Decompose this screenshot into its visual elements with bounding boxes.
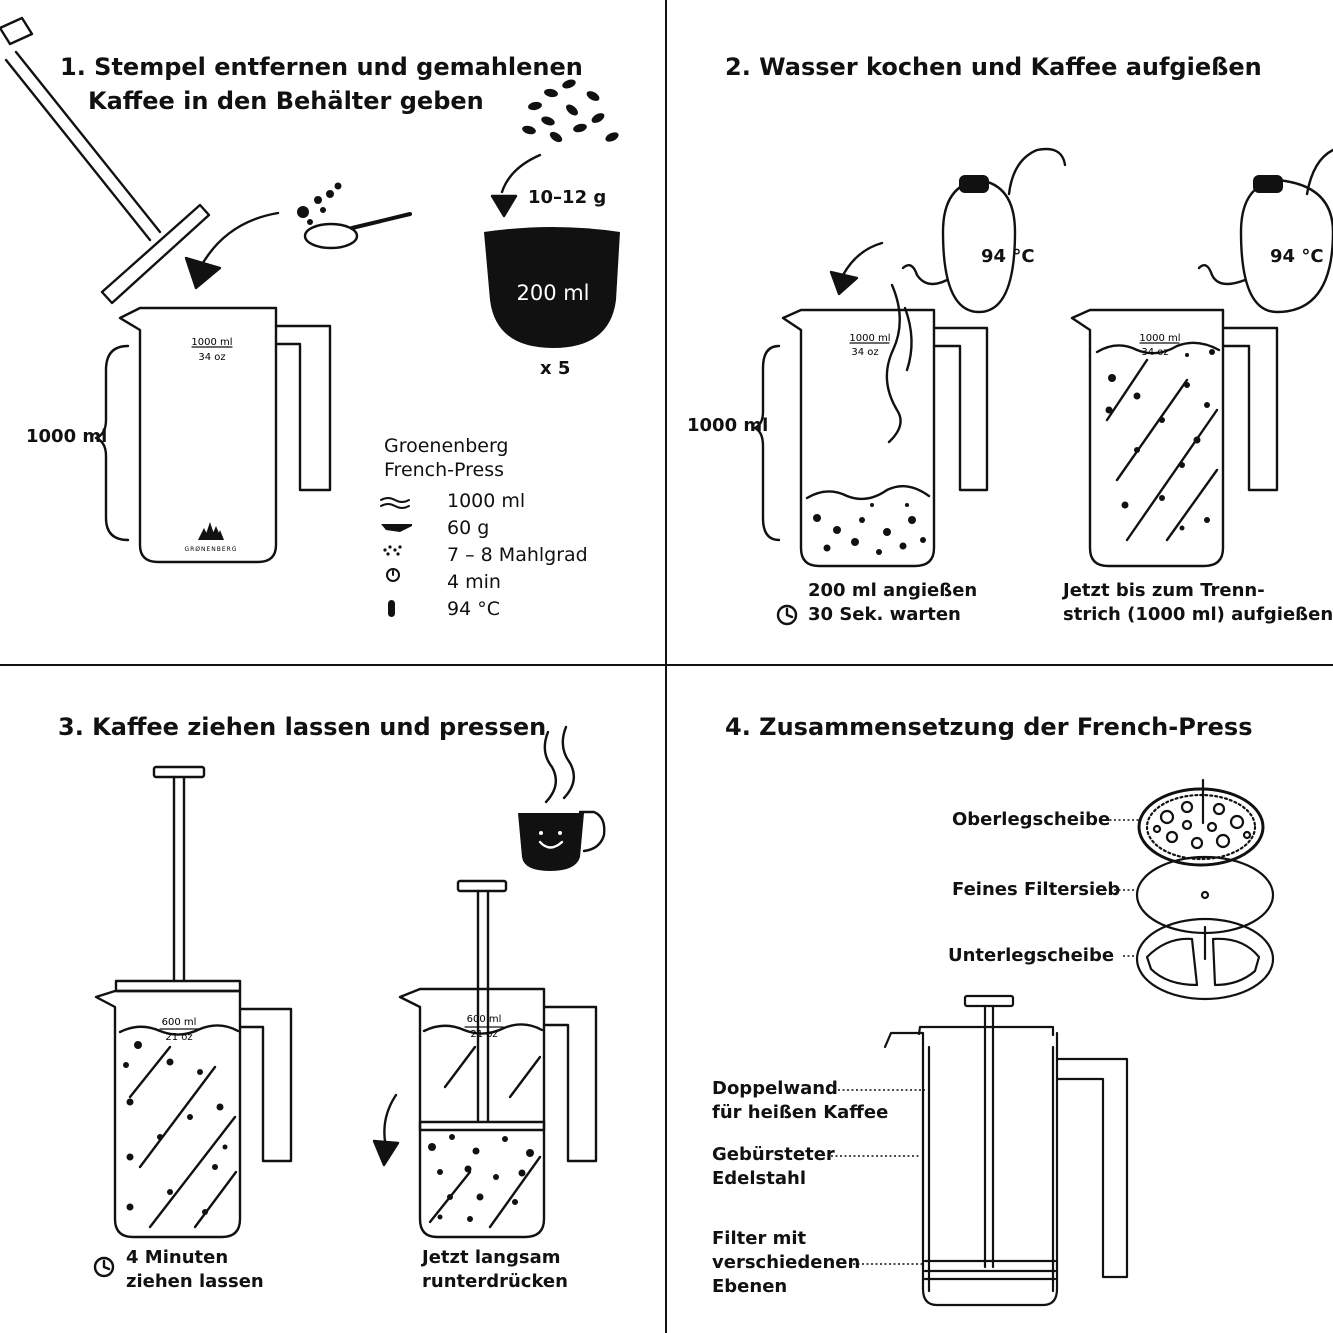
horizontal-divider: [0, 664, 1333, 666]
part-double-wall-line-1: Doppelwand: [712, 1078, 838, 1099]
caption-left-line-2: ziehen lassen: [126, 1271, 264, 1292]
caption-left-line-1: 200 ml angießen: [808, 580, 978, 601]
bottom-disc-icon: [1135, 917, 1275, 1001]
clock-icon: [93, 1256, 115, 1278]
press-mark-bottom: 34 oz: [851, 347, 878, 358]
coffee-grounds-icon: [428, 1134, 534, 1222]
caption-left-line-2: 30 Sek. warten: [808, 604, 961, 625]
coffee-amount: 10–12 g: [528, 187, 607, 208]
step-2-title: 2. Wasser kochen und Kaffee aufgießen: [725, 53, 1262, 81]
kettle-temperature-right: 94 °C: [1270, 246, 1324, 267]
step-4-title: 4. Zusammensetzung der French-Press: [725, 713, 1253, 741]
press-mark-top: 1000 ml: [191, 337, 232, 348]
kettle-lid-icon: [959, 175, 989, 193]
coffee-grounds-icon: [297, 182, 342, 225]
press-mark-top: 1000 ml: [1139, 333, 1180, 344]
caption-right-line-1: Jetzt bis zum Trenn-: [1063, 580, 1265, 601]
part-filter-line-3: Ebenen: [712, 1276, 788, 1297]
measuring-cup-icon: [484, 227, 620, 348]
caption-right-line-1: Jetzt langsam: [422, 1247, 561, 1268]
volume-label: 1000 ml: [687, 415, 769, 436]
spec-grind: 7 – 8 Mahlgrad: [447, 544, 588, 566]
part-filter-line-2: verschiedenen: [712, 1252, 861, 1273]
coffee-cup-icon: [518, 813, 584, 871]
volume-brace-icon: [753, 344, 781, 542]
cup-volume: 200 ml: [516, 281, 589, 305]
press-mark-top: 1000 ml: [849, 333, 890, 344]
step-3-panel: 600 ml 21 oz 600 ml 21 oz 3. Kaffee zieh…: [0, 667, 666, 1333]
clock-icon: [776, 604, 798, 626]
step-1-panel: 1000 ml 34 oz GRØNENBERG 200 ml 1. Stemp…: [0, 0, 666, 666]
steam-icon: [543, 730, 558, 804]
arrow-icon: [383, 1093, 398, 1149]
step-2-illustration: 1000 ml 34 oz 1000 ml 34 oz: [753, 147, 1333, 626]
volume-label: 1000 ml: [26, 426, 108, 447]
arrow-icon: [500, 153, 542, 194]
caption-right-line-2: runterdrücken: [422, 1271, 568, 1292]
step-4-illustration: [831, 778, 1275, 1307]
part-double-wall-line-2: für heißen Kaffee: [712, 1102, 889, 1123]
kettle-icon: [1197, 148, 1333, 314]
coffee-grounds-icon: [123, 1041, 228, 1215]
water-wave-icon: [380, 497, 410, 503]
plunger-icon: [0, 16, 211, 305]
part-steel-line-1: Gebürsteter: [712, 1144, 835, 1165]
part-steel-line-2: Edelstahl: [712, 1168, 807, 1189]
cup-multiplier: x 5: [540, 358, 571, 379]
part-filter-mesh: Feines Filtersieb: [952, 879, 1121, 900]
coffee-beans-icon: [522, 79, 619, 143]
brand-logo-text: GRØNENBERG: [184, 546, 237, 553]
brand-logo-icon: [198, 522, 224, 540]
volume-brace-icon: [94, 344, 130, 542]
french-press-icon: [1070, 308, 1279, 568]
smile-icon: [538, 840, 564, 849]
part-filter-line-1: Filter mit: [712, 1228, 807, 1249]
grind-dots-icon: [383, 545, 402, 556]
timer-icon: [386, 568, 400, 582]
part-top-disc: Oberlegscheibe: [952, 809, 1111, 830]
press-mark-bottom: 34 oz: [198, 352, 225, 363]
step-3-illustration: 600 ml 21 oz 600 ml 21 oz: [93, 725, 606, 1278]
arrow-icon: [198, 211, 280, 270]
part-bottom-disc: Unterlegscheibe: [948, 945, 1115, 966]
step-4-panel: 4. Zusammensetzung der French-Press Ober…: [667, 667, 1333, 1333]
kettle-lid-icon: [1253, 175, 1283, 193]
step-1-title-line-2: Kaffee in den Behälter geben: [88, 87, 484, 115]
spec-capacity: 1000 ml: [447, 490, 526, 512]
step-2-panel: 1000 ml 34 oz 1000 ml 34 oz 2. Wasser ko…: [667, 0, 1333, 666]
french-press-icon: [94, 765, 293, 1239]
step-1-title-line-1: 1. Stempel entfernen und gemahlenen: [60, 53, 583, 81]
coffee-grounds-icon: [1105, 349, 1215, 531]
spec-title-line-1: Groenenberg: [384, 435, 509, 457]
kettle-icon: [901, 147, 1067, 314]
press-mark-bottom: 21 oz: [165, 1032, 192, 1043]
press-mark-bottom: 21 oz: [470, 1029, 497, 1040]
coffee-grounds-icon: [813, 503, 926, 555]
spec-time: 4 min: [447, 571, 501, 593]
french-press-icon: [118, 306, 332, 564]
spec-coffee-amount: 60 g: [447, 517, 490, 539]
press-mark-top: 600 ml: [162, 1017, 197, 1028]
scoop-icon: [381, 524, 412, 532]
top-disc-icon: [1137, 778, 1265, 867]
step-3-title: 3. Kaffee ziehen lassen und pressen: [58, 713, 547, 741]
thermometer-icon: [388, 600, 395, 617]
kettle-temperature-left: 94 °C: [981, 246, 1035, 267]
spec-title-line-2: French-Press: [384, 459, 505, 481]
french-press-icon: [883, 994, 1129, 1307]
spoon-icon: [303, 212, 412, 250]
press-mark-top: 600 ml: [467, 1014, 502, 1025]
french-press-icon: [781, 308, 989, 568]
french-press-icon: [398, 879, 598, 1239]
step-1-illustration: 1000 ml 34 oz GRØNENBERG 200 ml: [0, 16, 620, 617]
spec-temperature: 94 °C: [447, 598, 500, 620]
caption-right-line-2: strich (1000 ml) aufgießen: [1063, 604, 1333, 625]
vertical-divider: [665, 0, 667, 1333]
press-mark-bottom: 34 oz: [1141, 347, 1168, 358]
caption-left-line-1: 4 Minuten: [126, 1247, 229, 1268]
filter-mesh-icon: [1135, 855, 1275, 935]
arrow-icon: [841, 241, 884, 277]
